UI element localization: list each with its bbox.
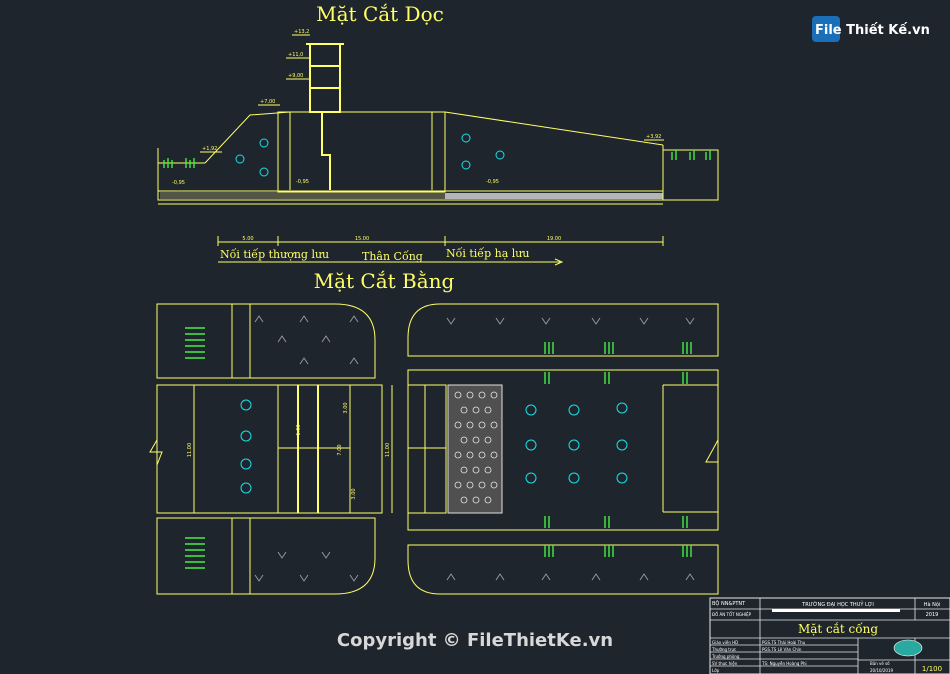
svg-text:-0,95: -0,95 (486, 179, 499, 185)
svg-text:5.00: 5.00 (242, 236, 253, 242)
gate-tower (309, 43, 341, 113)
svg-text:+13,2: +13,2 (294, 29, 309, 35)
svg-text:SV thực hiện: SV thực hiện (712, 661, 738, 666)
svg-text:+11,0: +11,0 (288, 52, 303, 58)
svg-text:19.00: 19.00 (547, 236, 561, 242)
plan-flow-arrows (254, 315, 695, 582)
plan-dimensions: 11.00 11.00 7.00 3.00 3.00 1.00 (187, 385, 393, 513)
gate-slot (321, 112, 331, 190)
plan-upstream-channel (156, 384, 383, 514)
svg-text:+7,00: +7,00 (260, 99, 275, 105)
plan-riprap-texture (454, 391, 498, 504)
svg-text:Lớp: Lớp (712, 668, 720, 673)
elevation-labels: +13,2 +11,0 +9,00 +7,00 +1,92 -0,95 -0,9… (172, 29, 664, 186)
svg-text:7.00: 7.00 (337, 444, 343, 455)
section-title: Mặt Cắt Dọc (316, 2, 444, 26)
tb-city: Hà Nội (924, 601, 941, 608)
plan-stone-markers (240, 399, 628, 494)
svg-text:+3,92: +3,92 (646, 134, 661, 140)
stone-markers-section (235, 133, 505, 177)
segment-upstream: Nối tiếp thượng lưu (220, 248, 329, 261)
logo-text: File Thiết Kế.vn (815, 23, 930, 38)
section-dimensions: 5.00 15.00 19.00 (217, 236, 664, 266)
tb-scale: 1/100 (922, 665, 942, 673)
segment-body: Thân Cống (362, 250, 423, 263)
plan-break-left (149, 385, 163, 513)
tb-ministry: BỘ NN&PTNT (712, 600, 746, 607)
tb-sheet-label: Bản vẽ số (870, 661, 890, 666)
svg-text:+9,00: +9,00 (288, 73, 303, 79)
plan-grass (185, 327, 692, 569)
upstream-grass (163, 158, 195, 168)
plan-piers (231, 303, 447, 595)
tb-year: 2019 (926, 612, 939, 618)
svg-text:Trưởng phòng: Trưởng phòng (711, 654, 740, 659)
tb-school: TRƯỜNG ĐẠI HỌC THUỶ LỢI (801, 600, 874, 608)
svg-text:TS: Nguyễn Hoàng Phi: TS: Nguyễn Hoàng Phi (761, 661, 807, 666)
segment-downstream: Nối tiếp hạ lưu (446, 247, 529, 260)
svg-text:11.00: 11.00 (385, 443, 391, 457)
tb-drawing-title: Mặt cắt cống (798, 621, 878, 636)
svg-text:15.00: 15.00 (355, 236, 369, 242)
plan-break-right (705, 385, 719, 512)
plan-upstream-top-wing (156, 303, 376, 379)
logo-badge (812, 16, 840, 42)
svg-text:3.00: 3.00 (343, 402, 349, 413)
svg-text:11.00: 11.00 (187, 443, 193, 457)
svg-text:-0,95: -0,95 (296, 179, 309, 185)
svg-text:Thường trực: Thường trực (711, 647, 736, 652)
svg-text:PGS.TS Thái Hoài Thu: PGS.TS Thái Hoài Thu (762, 640, 806, 645)
longitudinal-section: +13,2 +11,0 +9,00 +7,00 +1,92 -0,95 -0,9… (157, 29, 719, 266)
title-block: BỘ NN&PTNT ĐỒ ÁN TỐT NGHIỆP TRƯỜNG ĐẠI H… (709, 597, 950, 674)
plan-view: 11.00 11.00 7.00 3.00 3.00 1.00 (149, 303, 719, 595)
brand-logo: File Thiết Kế.vn (812, 16, 930, 42)
gravel-layer (160, 192, 445, 199)
tb-rows: Giáo viên HD PGS.TS Thái Hoài Thu Thường… (711, 640, 807, 673)
plan-riprap (447, 384, 503, 514)
downstream-slope (444, 111, 664, 146)
plan-title: Mặt Cắt Bằng (314, 269, 455, 293)
tb-date: 20/10/2019 (870, 668, 894, 673)
svg-text:3.00: 3.00 (351, 488, 357, 499)
copyright-watermark: Copyright © FileThietKe.vn (337, 630, 613, 651)
svg-text:1.00: 1.00 (296, 424, 302, 435)
upstream-slope (204, 111, 291, 164)
tb-school-bar (772, 609, 900, 612)
riprap-layer (445, 193, 663, 199)
plan-downstream-bottom-wing (407, 544, 719, 595)
svg-text:Giáo viên HD: Giáo viên HD (712, 640, 738, 645)
svg-text:+1,92: +1,92 (202, 146, 217, 152)
tb-ministry-sub: ĐỒ ÁN TỐT NGHIỆP (712, 612, 752, 617)
plan-downstream-top-wing (407, 303, 719, 357)
svg-text:PGS.TS Lê Văn Chín: PGS.TS Lê Văn Chín (762, 647, 802, 652)
svg-text:-0,95: -0,95 (172, 180, 185, 186)
downstream-grass (671, 150, 711, 160)
downstream-block (662, 149, 719, 201)
plan-upstream-bottom-wing (156, 517, 376, 595)
culvert-body (277, 111, 446, 193)
tb-university-logo (893, 639, 923, 657)
